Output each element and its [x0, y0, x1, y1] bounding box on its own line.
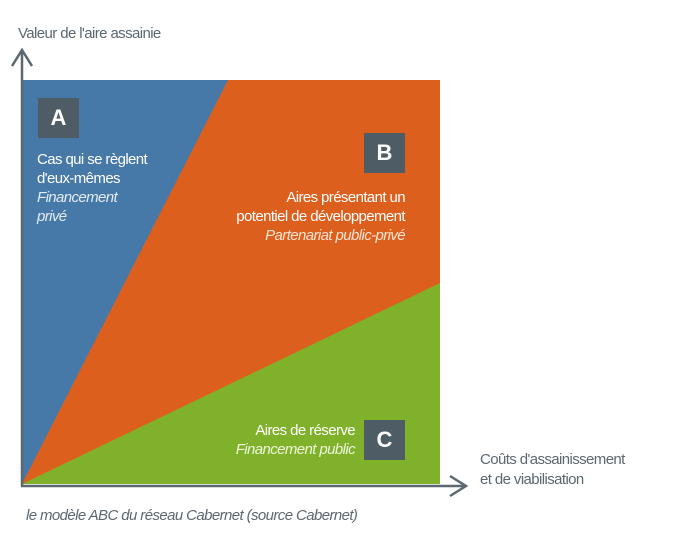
zone-a-financing-1: Financement: [37, 189, 118, 206]
zone-b-line2: potentiel de développement: [236, 208, 405, 225]
zone-c-badge: C: [364, 420, 405, 460]
diagram-caption: le modèle ABC du réseau Cabernet (source…: [26, 507, 358, 524]
zone-b-badge: B: [364, 133, 405, 173]
zone-a-text: Cas qui se règlent d'eux-mêmes Financeme…: [37, 150, 148, 226]
zone-a-line2: d'eux-mêmes: [37, 170, 121, 187]
zone-b-line1: Aires présentant un: [286, 189, 405, 206]
zone-c-text: Aires de réserve Financement public: [235, 421, 356, 459]
zone-c-line1: Aires de réserve: [255, 422, 355, 439]
zone-a-badge: A: [38, 98, 79, 138]
zone-b-financing: Partenariat public-privé: [265, 227, 405, 244]
zone-a-line1: Cas qui se règlent: [37, 151, 148, 168]
x-axis-label-line2: et de viabilisation: [480, 471, 584, 488]
zone-b-text: Aires présentant un potentiel de dévelop…: [236, 188, 405, 245]
zone-a-area: [22, 80, 228, 484]
y-axis-label: Valeur de l'aire assainie: [18, 25, 161, 42]
x-axis-label-line1: Coûts d'assainissement: [480, 451, 625, 468]
zone-c-financing: Financement public: [235, 441, 356, 458]
zone-c-area: [22, 283, 440, 484]
y-axis: [10, 47, 34, 486]
zone-a-financing-2: privé: [37, 208, 67, 225]
x-axis: [21, 474, 469, 498]
